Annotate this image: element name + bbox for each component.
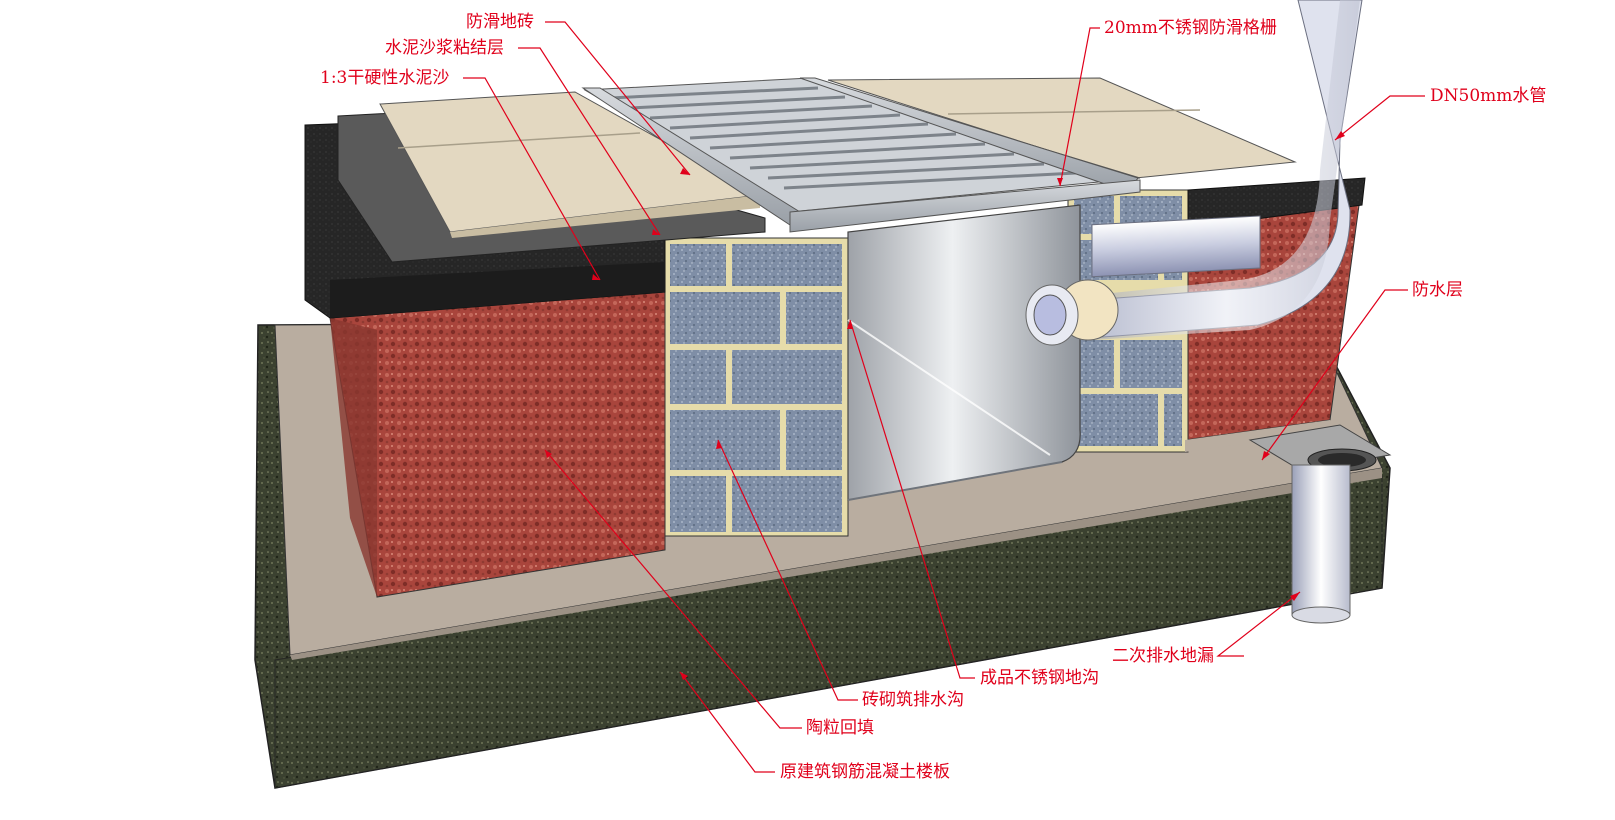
stainless-steel-grating (581, 77, 1141, 233)
label-grating: 20mm不锈钢防滑格栅 (1104, 18, 1277, 38)
secondary-floor-drain (1248, 424, 1392, 624)
label-ceramsite-backfill: 陶粒回填 (806, 718, 874, 738)
waterproof-upturn (1185, 420, 1340, 452)
label-anti-slip-tile: 防滑地砖 (466, 12, 534, 32)
label-secondary-floor-drain: 二次排水地漏 (1112, 646, 1214, 666)
annotation-arrowheads (545, 131, 1345, 680)
label-brick-trench: 砖砌筑排水沟 (862, 690, 964, 710)
label-concrete-slab: 原建筑钢筋混凝土楼板 (780, 762, 950, 782)
ceramsite-backfill-left (329, 291, 666, 598)
label-stainless-trench: 成品不锈钢地沟 (980, 668, 1099, 688)
label-dry-hard-cement-sand: 1:3干硬性水泥沙 (320, 68, 450, 88)
label-cement-mortar-bond: 水泥沙浆粘结层 (385, 38, 504, 58)
dn50-water-pipe (1025, 0, 1363, 346)
label-waterproof-layer: 防水层 (1412, 280, 1463, 300)
brick-trench-wall-left (664, 237, 849, 537)
label-water-pipe: DN50mm水管 (1430, 86, 1547, 106)
annotation-leaders (463, 21, 1425, 773)
stainless-steel-trench (847, 204, 1081, 501)
